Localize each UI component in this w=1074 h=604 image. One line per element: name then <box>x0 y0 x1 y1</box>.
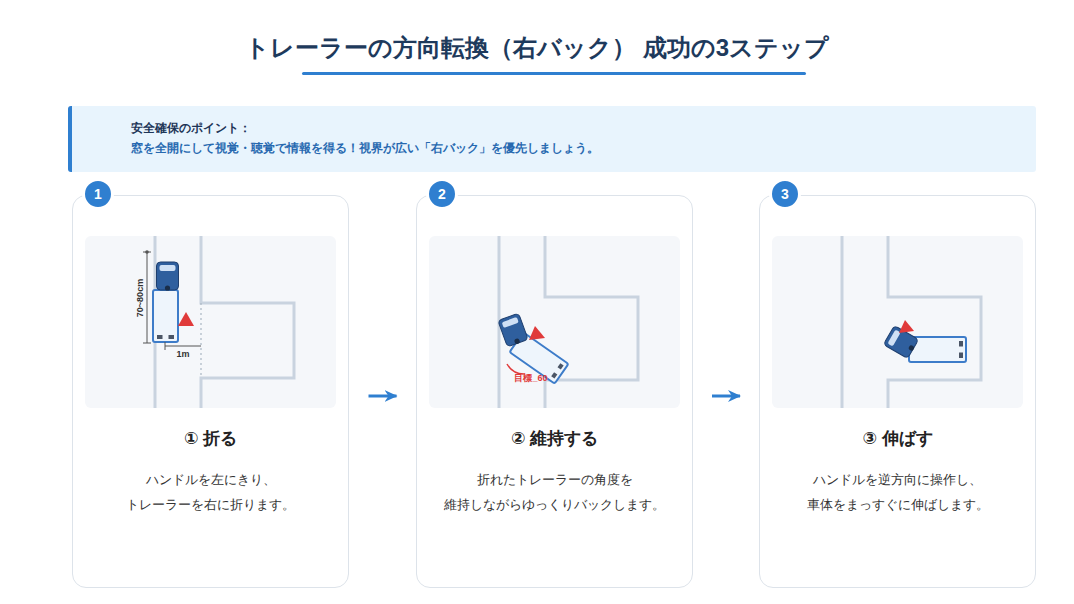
body-text: 折れたトレーラーの角度を 維持しながらゆっくりバックします。 <box>429 468 680 518</box>
rear-light <box>169 335 175 339</box>
rear-light <box>157 335 163 339</box>
dimension-dot <box>145 250 149 254</box>
rear-light <box>959 353 963 359</box>
curb-line <box>200 303 201 378</box>
body-text: 窓を全開にして視覚・聴覚で情報を得る！視界が広い「右バック」を優先しましょう。 <box>131 140 599 157</box>
dimension-label: 1m <box>176 349 189 359</box>
trailer-symbol <box>510 332 569 383</box>
illustration-ground <box>85 236 336 408</box>
heading-text: 1 <box>85 181 111 207</box>
rear-light <box>959 341 963 347</box>
step-arrow <box>712 395 740 398</box>
step-number: 3 <box>769 178 801 210</box>
tractor-body <box>498 313 528 347</box>
coupler <box>908 344 915 351</box>
rear-light <box>558 363 564 369</box>
heading-text: ② 維持する <box>417 427 692 451</box>
body-text: ハンドルを左にきり、 トレーラーを右に折ります。 <box>85 468 336 518</box>
step-number: 1 <box>82 178 114 210</box>
dimension-label: 70~80cm <box>135 279 145 317</box>
tractor-body <box>157 262 179 290</box>
illustration-ground <box>772 236 1023 408</box>
heading-text: 2 <box>429 181 455 207</box>
step-illustration <box>85 236 336 408</box>
trailer-body <box>153 290 178 342</box>
windshield <box>160 265 176 271</box>
heading-text: 安全確保のポイント： <box>131 120 251 137</box>
windshield <box>887 330 900 347</box>
windshield <box>502 317 519 328</box>
marker-cone <box>529 326 545 340</box>
title-underline <box>302 72 806 75</box>
tractor-symbol <box>157 262 179 291</box>
tractor-symbol <box>498 313 528 347</box>
illustration-ground <box>429 236 680 408</box>
target-angle-label: 目標_60 <box>514 372 547 385</box>
marker-cone <box>178 312 194 326</box>
trailer-body <box>510 332 569 383</box>
step-number: 2 <box>426 178 458 210</box>
body-text: ハンドルを逆方向に操作し、 車体をまっすぐに伸ばします。 <box>772 468 1023 518</box>
heading-text: 3 <box>772 181 798 207</box>
page-title: トレーラーの方向転換（右バック） 成功の3ステップ <box>0 32 1074 64</box>
rear-light <box>551 372 557 378</box>
road-edge <box>842 236 981 408</box>
coupler <box>514 338 521 345</box>
step-illustration <box>429 236 680 408</box>
marker-cone <box>899 320 914 333</box>
coupler <box>165 285 170 290</box>
step-card: ① 折るハンドルを左にきり、 トレーラーを右に折ります。1 <box>72 195 349 588</box>
note-band: 安全確保のポイント： 窓を全開にして視覚・聴覚で情報を得る！視界が広い「右バック」… <box>68 106 1036 172</box>
step-arrow <box>369 395 397 398</box>
step-card: ② 維持する折れたトレーラーの角度を 維持しながらゆっくりバックします。2 <box>416 195 693 588</box>
step-illustration <box>772 236 1023 408</box>
trailer-symbol <box>153 290 178 342</box>
step-card: ③ 伸ばすハンドルを逆方向に操作し、 車体をまっすぐに伸ばします。3 <box>759 195 1036 588</box>
heading-text: ① 折る <box>73 427 348 451</box>
heading-text: ③ 伸ばす <box>760 427 1035 451</box>
dimension-line <box>165 342 201 350</box>
